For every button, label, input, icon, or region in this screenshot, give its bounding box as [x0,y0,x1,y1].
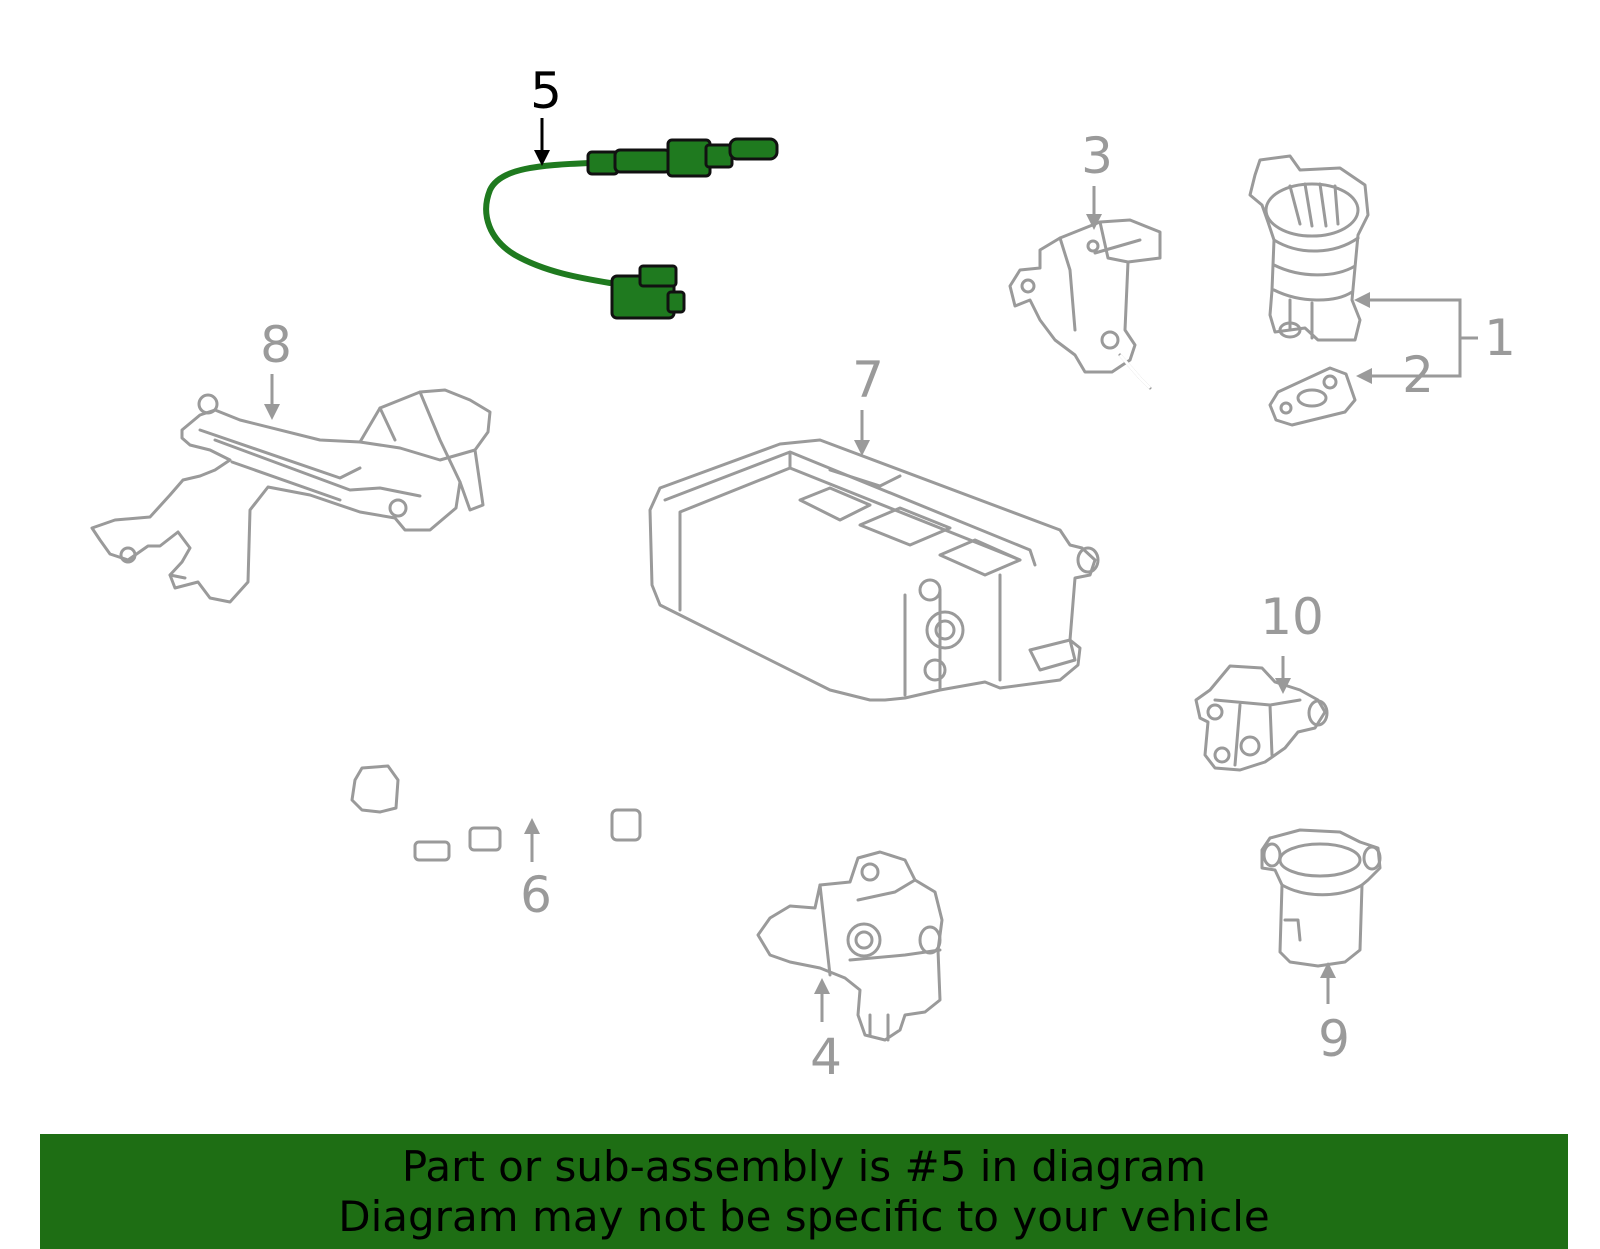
callout-label-5: 5 [530,62,562,120]
part-1-egr-valve[interactable] [1248,154,1370,342]
callout-3: 3 [1081,127,1113,230]
part-8-bracket[interactable] [90,388,492,604]
banner-line-1: Part or sub-assembly is #5 in diagram [401,1142,1207,1191]
callout-label-7: 7 [852,351,884,409]
part-4-valve-assembly[interactable] [756,850,944,1042]
callout-label-4: 4 [810,1028,842,1086]
info-banner: Part or sub-assembly is #5 in diagram Di… [40,1134,1568,1249]
callout-10: 10 [1260,588,1324,694]
callout-7: 7 [852,351,884,456]
banner-line-2: Diagram may not be specific to your vehi… [338,1192,1270,1241]
part-7-canister[interactable] [648,438,1100,702]
callout-6: 6 [520,818,552,924]
part-5-oxygen-sensor[interactable] [483,137,779,320]
callout-label-3: 3 [1081,127,1113,185]
callout-4: 4 [810,978,842,1086]
part-10-purge-valve[interactable] [1194,664,1329,772]
callout-label-9: 9 [1318,1010,1350,1068]
callout-8: 8 [260,316,292,420]
part-6-oxygen-sensor[interactable] [350,752,643,865]
callout-1-2: 1 2 [1354,292,1516,404]
callout-label-8: 8 [260,316,292,374]
callout-label-10: 10 [1260,588,1324,646]
callout-label-6: 6 [520,866,552,924]
callout-label-1: 1 [1484,309,1516,367]
callout-5: 5 [530,62,562,166]
part-2-gasket[interactable] [1268,366,1357,427]
part-3-bracket-sensor[interactable] [1008,218,1162,390]
callout-label-2: 2 [1402,346,1434,404]
callout-9: 9 [1318,962,1350,1068]
part-9-solenoid[interactable] [1260,828,1382,968]
